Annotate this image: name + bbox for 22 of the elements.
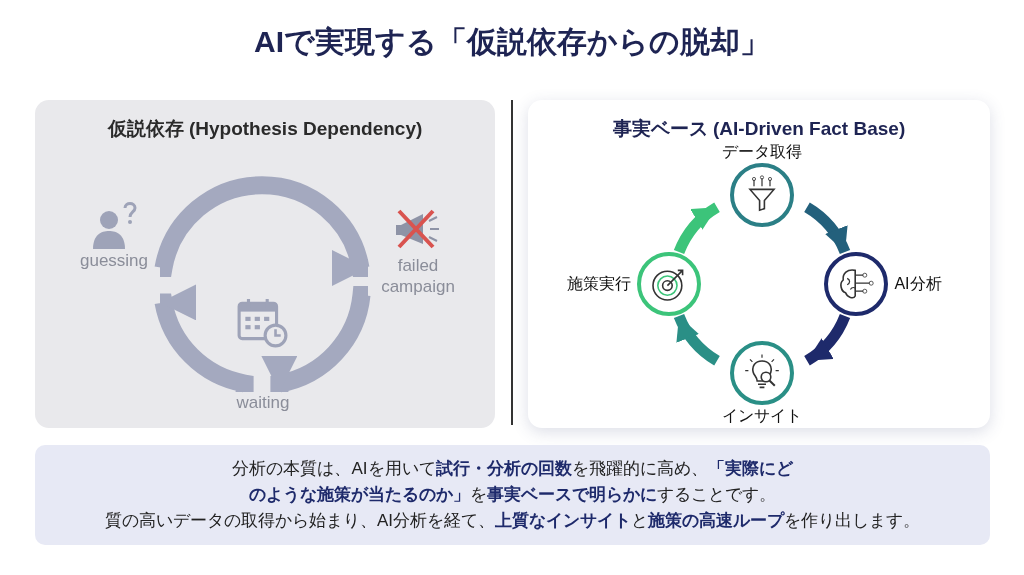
cycle-arrow: [674, 313, 721, 366]
panel-title: 仮説依存 (Hypothesis Dependency): [107, 118, 423, 139]
node-label: インサイト: [722, 406, 802, 426]
summary-box: [35, 445, 990, 545]
panel-title: 事実ベース (AI-Driven Fact Base): [612, 118, 906, 139]
cycle-arrow: [803, 202, 850, 255]
node-label: データ取得: [722, 142, 802, 162]
cycle-arrow: [261, 286, 371, 393]
node-label: waiting: [236, 392, 290, 413]
slide-title: AIで実現する「仮説依存からの脱却」: [254, 25, 770, 58]
summary-text: 分析の本質は、AIを用いて試行・分析の回数を飛躍的に高め、「実際にどのような施策が当たるのか」を事実ベースで明らかにすることです。: [231, 458, 794, 506]
panel: [35, 100, 495, 428]
node-label: guessing: [79, 250, 149, 271]
cycle-arrow: [803, 313, 850, 366]
node-label: failed campaign: [380, 255, 456, 297]
cycle-arrow: [674, 202, 721, 255]
cycle-arrow: [154, 176, 370, 286]
panel: [528, 100, 990, 428]
node-label: 施策実行: [567, 274, 631, 294]
cycle-arrow: [154, 284, 254, 393]
node-label: AI分析: [894, 274, 942, 294]
summary-text: 質の高いデータの取得から始まり、AI分析を経て、上質なインサイトと施策の高速ループを作り出します。: [104, 510, 921, 532]
